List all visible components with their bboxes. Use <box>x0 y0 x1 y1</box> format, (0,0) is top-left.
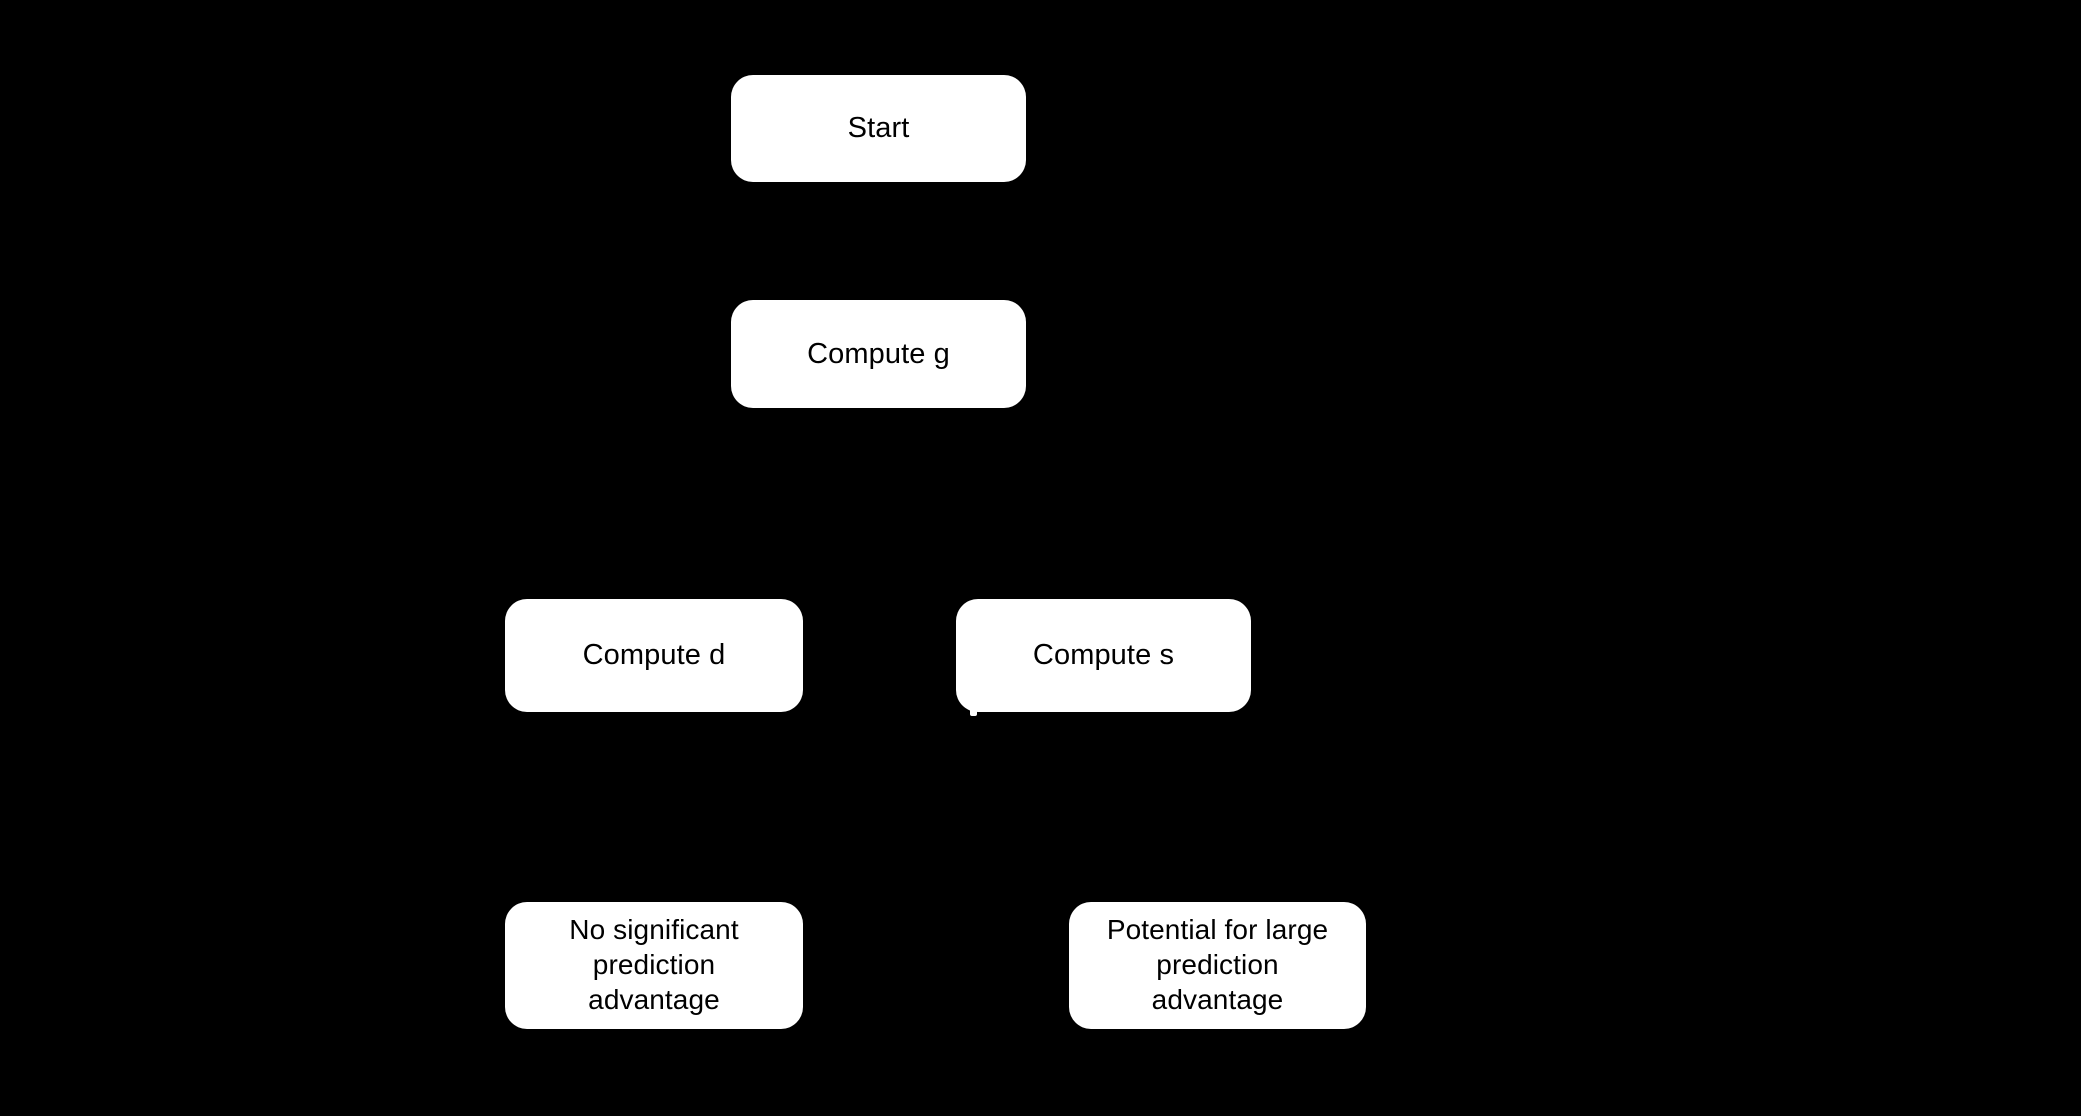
node-no-advantage-label: No significant prediction advantage <box>569 914 739 1015</box>
arrowhead-compute-s <box>1095 583 1111 599</box>
node-no-significant-prediction-advantage[interactable]: No significant prediction advantage <box>505 902 803 1029</box>
node-compute-d-label: Compute d <box>582 639 726 672</box>
edge-compute-g-to-compute-s <box>876 408 1105 599</box>
arrowhead-compute-d <box>646 583 662 599</box>
node-compute-s[interactable]: Compute s <box>956 599 1251 712</box>
node-start[interactable]: Start <box>731 75 1026 182</box>
node-start-label: Start <box>847 112 910 145</box>
edge-compute-s-to-large-advantage <box>1101 712 1219 902</box>
node-potential-large-prediction-advantage[interactable]: Potential for large prediction advantage <box>1069 902 1366 1029</box>
node-large-advantage-label: Potential for large prediction advantage <box>1106 914 1329 1015</box>
node-compute-g-label: Compute g <box>807 337 950 370</box>
node-compute-g[interactable]: Compute g <box>731 300 1026 408</box>
arrowhead-large-advantage <box>1209 886 1225 902</box>
arrowhead-compute-g <box>870 284 886 300</box>
edge-label-artifact <box>970 708 977 716</box>
edge-compute-g-to-compute-d <box>652 408 880 599</box>
node-compute-d[interactable]: Compute d <box>505 599 803 712</box>
node-compute-s-label: Compute s <box>1032 639 1175 672</box>
arrowhead-no-advantage <box>646 886 662 902</box>
